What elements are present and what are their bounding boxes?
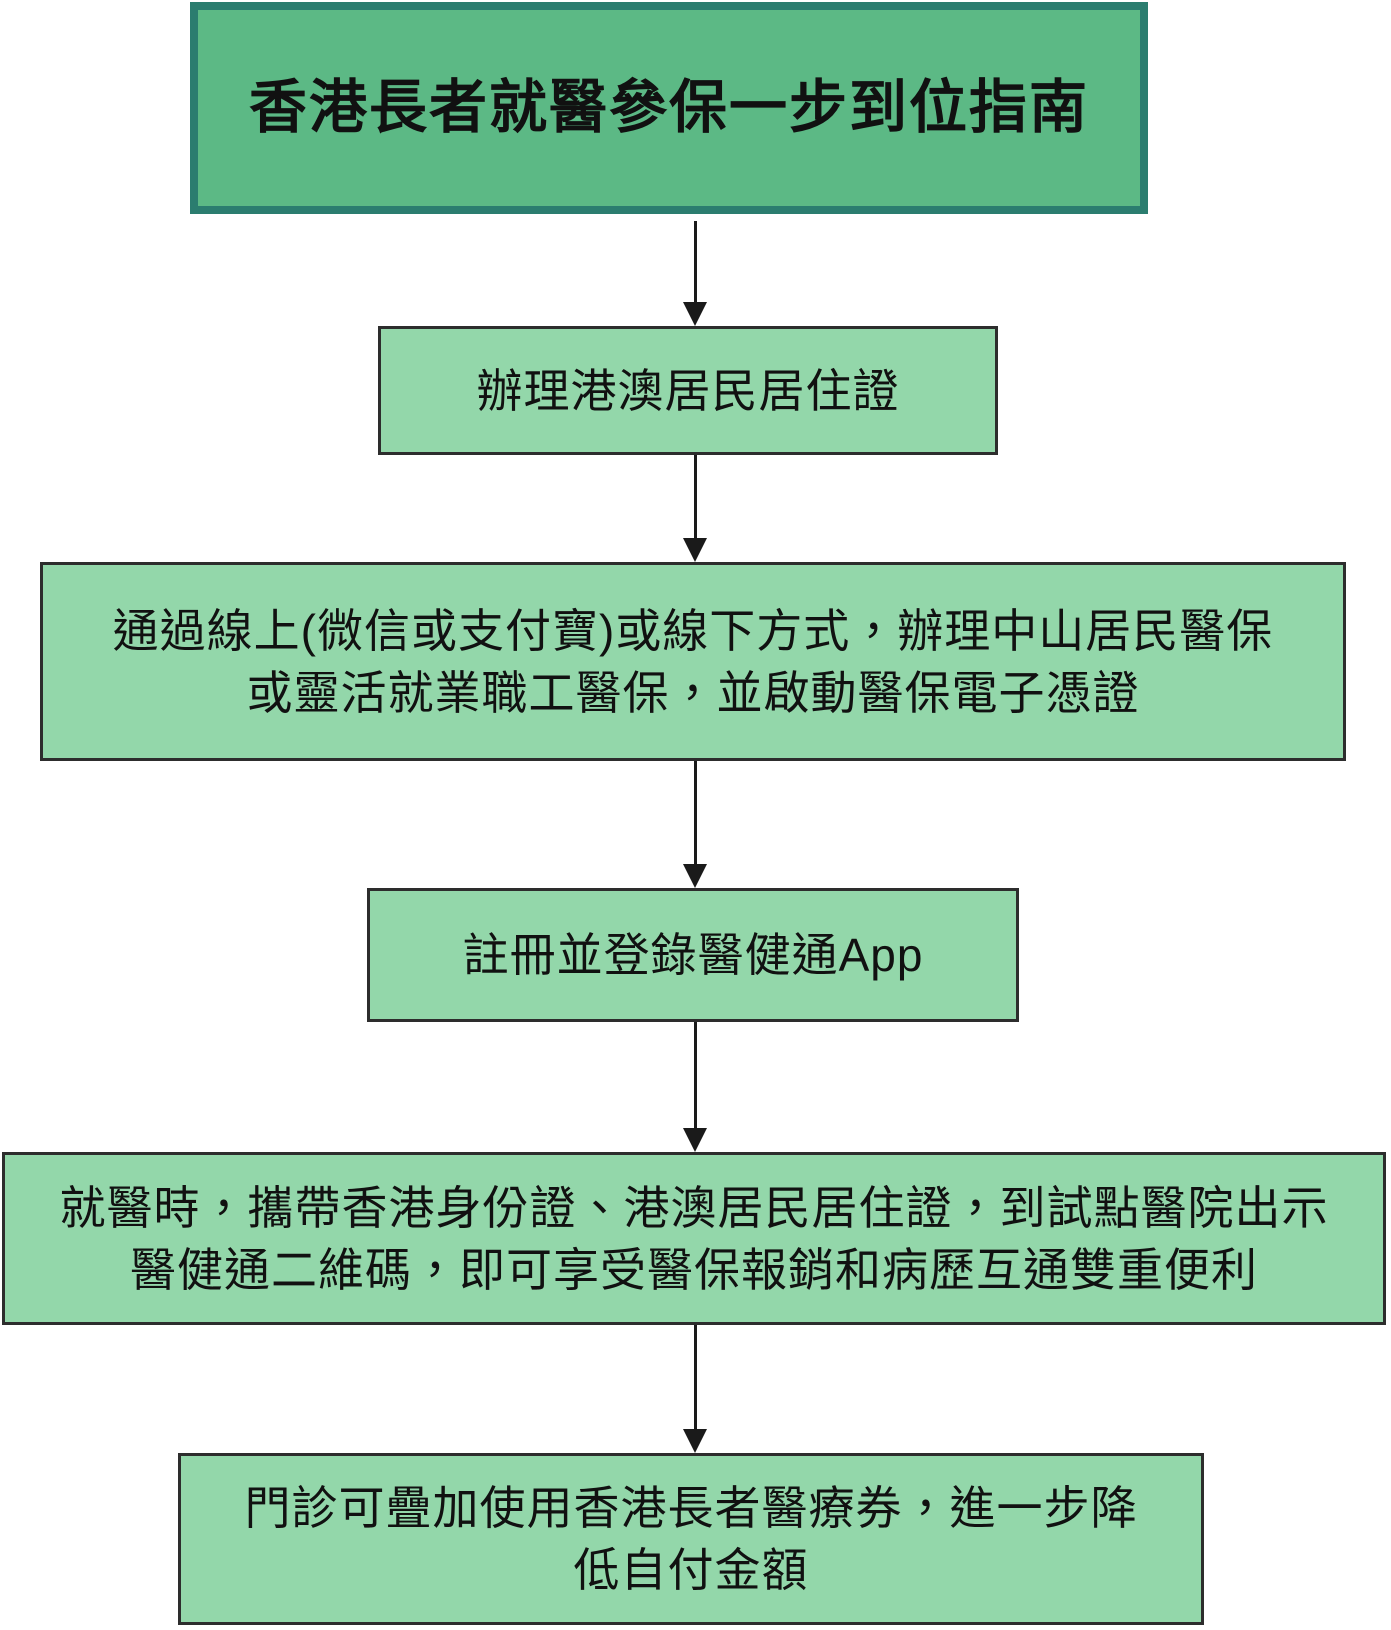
arrow-line — [693, 761, 697, 864]
step-box-4: 就醫時，攜帶香港身份證、港澳居民居住證，到試點醫院出示 醫健通二維碼，即可享受醫… — [2, 1152, 1386, 1325]
step-text-line: 或靈活就業職工醫保，並啟動醫保電子憑證 — [246, 666, 1140, 719]
down-arrow-connector-3 — [682, 761, 708, 888]
title-box: 香港長者就醫參保一步到位指南 — [190, 2, 1148, 214]
step-text-line: 註冊並登錄醫健通App — [462, 929, 924, 981]
step-text-line: 醫健通二維碼，即可享受醫保報銷和病歷互通雙重便利 — [130, 1243, 1258, 1296]
step-text-line: 低自付金額 — [573, 1544, 809, 1596]
arrow-down-icon — [683, 538, 707, 562]
step-text-line: 辦理港澳居民居住證 — [476, 364, 900, 417]
arrow-down-icon — [683, 1128, 707, 1152]
arrow-down-icon — [683, 302, 707, 326]
step-text-line: 就醫時，攜帶香港身份證、港澳居民居住證，到試點醫院出示 — [59, 1181, 1329, 1234]
arrow-line — [693, 221, 697, 302]
step-box-3: 註冊並登錄醫健通App — [367, 888, 1019, 1022]
step-box-5: 門診可疊加使用香港長者醫療券，進一步降 低自付金額 — [178, 1453, 1204, 1625]
down-arrow-connector-1 — [682, 221, 708, 326]
arrow-down-icon — [683, 1429, 707, 1453]
arrow-line — [693, 455, 697, 538]
down-arrow-connector-4 — [682, 1022, 708, 1152]
down-arrow-connector-2 — [682, 455, 708, 562]
step-text-line: 門診可疊加使用香港長者醫療券，進一步降 — [244, 1482, 1138, 1534]
page-title: 香港長者就醫參保一步到位指南 — [248, 75, 1089, 141]
arrow-line — [693, 1325, 697, 1429]
step-box-2: 通過線上(微信或支付寶)或線下方式，辦理中山居民醫保 或靈活就業職工醫保，並啟動… — [40, 562, 1346, 761]
down-arrow-connector-5 — [682, 1325, 708, 1453]
step-text-line: 通過線上(微信或支付寶)或線下方式，辦理中山居民醫保 — [112, 604, 1274, 657]
arrow-line — [693, 1022, 697, 1128]
arrow-down-icon — [683, 864, 707, 888]
step-box-1: 辦理港澳居民居住證 — [378, 326, 998, 455]
